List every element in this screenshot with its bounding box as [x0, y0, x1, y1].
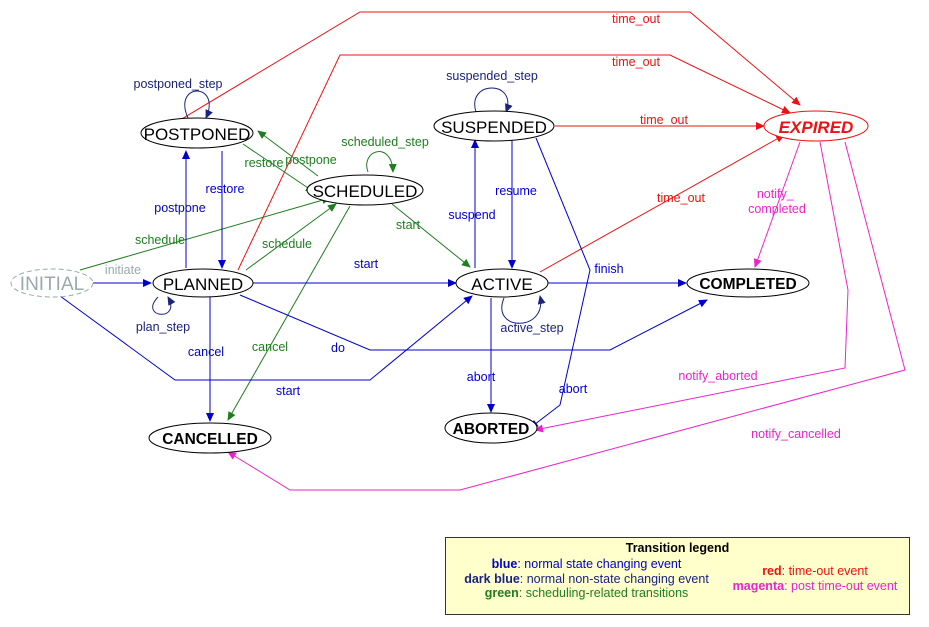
edge-start-initial: [59, 295, 473, 381]
label-finish: finish: [594, 262, 623, 276]
loop-plan-step: [152, 296, 176, 315]
label-postpone-green: postpone: [285, 153, 336, 167]
label-abort-active: abort: [467, 370, 496, 384]
label-time-out-suspended: time_out: [640, 113, 688, 127]
state-scheduled[interactable]: SCHEDULED: [306, 174, 424, 206]
edge-notify-aborted: [534, 141, 849, 433]
edge-notify-cancelled: [227, 141, 906, 491]
loop-suspended-step: [474, 87, 513, 113]
legend-red-row: red: time-out event: [721, 564, 909, 579]
label-time-out-planned: time_out: [612, 55, 660, 69]
legend-dark-blue-row: dark blue: normal non-state changing eve…: [454, 572, 719, 587]
state-cancelled[interactable]: CANCELLED: [148, 422, 272, 454]
legend-green-text: : scheduling-related transitions: [518, 586, 689, 600]
state-postponed-label: POSTPONED: [144, 125, 251, 144]
state-completed[interactable]: COMPLETED: [686, 268, 810, 298]
legend-blue-key: blue: [491, 557, 518, 571]
label-time-out-top: time_out: [612, 12, 660, 26]
label-notify-completed-line1: notify_: [757, 187, 795, 201]
label-plan-step: plan_step: [136, 320, 190, 334]
state-aborted-label: ABORTED: [453, 421, 530, 438]
legend-magenta-key: magenta: [732, 578, 785, 593]
label-time-out-active: time_out: [657, 191, 705, 205]
state-aborted[interactable]: ABORTED: [444, 412, 538, 444]
state-suspended-label: SUSPENDED: [441, 118, 547, 137]
legend-column-right: red: time-out event magenta: post time-o…: [721, 564, 909, 593]
edge-time-out-top: [154, 11, 801, 136]
label-restore-blue: restore: [206, 182, 245, 196]
label-notify-completed: notify_ completed: [748, 187, 806, 216]
label-suspended-step: suspended_step: [446, 69, 538, 83]
loop-scheduled-step: [366, 151, 397, 173]
label-cancel-blue: cancel: [188, 345, 224, 359]
label-start-initial: start: [276, 384, 301, 398]
legend-magenta-row: magenta: post time-out event: [721, 579, 909, 594]
state-planned[interactable]: PLANNED: [152, 268, 254, 298]
edge-postpone-green: [257, 130, 319, 177]
label-scheduled-step: scheduled_step: [341, 135, 429, 149]
legend-column-left: blue: normal state changing event dark b…: [454, 557, 719, 601]
label-initiate: initiate: [105, 263, 141, 277]
state-cancelled-label: CANCELLED: [162, 431, 258, 448]
edge-start-green: [391, 203, 471, 268]
edge-cancel-green: [227, 205, 351, 421]
legend-blue-row: blue: normal state changing event: [454, 557, 719, 572]
loop-active-step: [501, 295, 546, 324]
label-postponed-step: postponed_step: [134, 77, 223, 91]
label-restore-green: restore: [245, 156, 284, 170]
label-suspend: suspend: [448, 208, 495, 222]
label-cancel-green: cancel: [252, 340, 288, 354]
legend-blue-text: : normal state changing event: [517, 557, 682, 571]
edge-restore-green: [242, 143, 315, 193]
edge-abort-suspended: [529, 137, 591, 429]
label-do: do: [331, 341, 345, 355]
label-start-planned: start: [354, 257, 379, 271]
label-notify-completed-line2: completed: [748, 202, 806, 216]
edge-do: [239, 294, 708, 351]
legend-red-text: : time-out event: [781, 564, 868, 578]
label-abort-suspended: abort: [559, 382, 588, 396]
legend-title: Transition legend: [625, 541, 730, 555]
legend-dark-blue-text: : normal non-state changing event: [519, 571, 709, 586]
state-suspended[interactable]: SUSPENDED: [433, 110, 555, 142]
label-start-green: start: [396, 218, 421, 232]
label-active-step: active_step: [500, 321, 563, 335]
state-scheduled-label: SCHEDULED: [313, 182, 418, 201]
state-completed-label: COMPLETED: [699, 276, 796, 293]
legend-green-key: green: [484, 586, 519, 600]
legend-red-key: red: [762, 564, 782, 578]
state-expired[interactable]: EXPIRED: [763, 110, 869, 142]
label-schedule-planned: schedule: [262, 237, 312, 251]
state-active[interactable]: ACTIVE: [455, 268, 549, 298]
legend-green-row: green: scheduling-related transitions: [454, 586, 719, 601]
legend-dark-blue-key: dark blue: [464, 571, 520, 586]
label-postpone-blue: postpone: [154, 201, 205, 215]
state-active-label: ACTIVE: [471, 275, 532, 294]
state-expired-label: EXPIRED: [779, 118, 854, 137]
legend-magenta-text: : post time-out event: [784, 578, 898, 593]
label-notify-cancelled: notify_cancelled: [751, 427, 841, 441]
label-schedule-initial: schedule: [135, 233, 185, 247]
state-initial[interactable]: INITIAL: [10, 268, 94, 298]
edge-schedule-planned: [245, 203, 337, 271]
edge-time-out-active: [539, 134, 785, 273]
state-initial-label: INITIAL: [20, 274, 84, 295]
edge-schedule-initial: [79, 196, 331, 271]
state-planned-label: PLANNED: [163, 275, 243, 294]
label-notify-aborted: notify_aborted: [678, 369, 757, 383]
loop-postponed-step: [184, 90, 213, 119]
edge-notify-completed: [753, 141, 801, 268]
label-resume: resume: [495, 184, 537, 198]
transition-legend: Transition legend blue: normal state cha…: [445, 537, 910, 615]
state-postponed[interactable]: POSTPONED: [140, 117, 254, 149]
edge-time-out-planned: [237, 54, 791, 271]
